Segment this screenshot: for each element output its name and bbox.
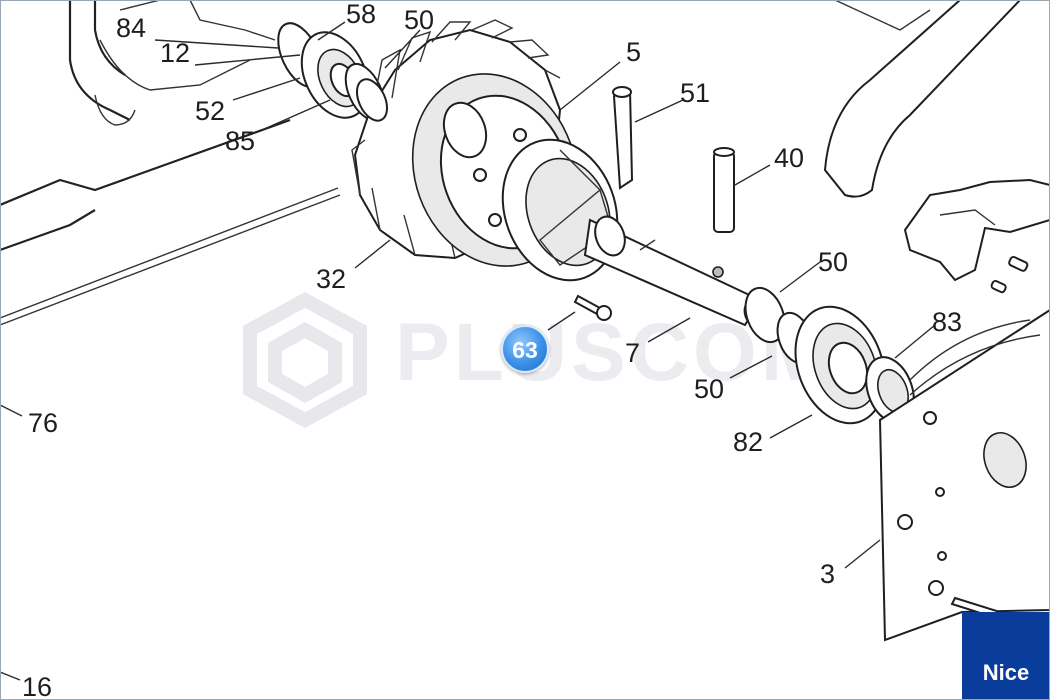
pin-51 bbox=[612, 86, 634, 190]
callout-5: 5 bbox=[626, 37, 641, 67]
callout-85: 85 bbox=[225, 126, 255, 156]
callout-12: 12 bbox=[160, 38, 190, 68]
upper-right-parts bbox=[823, 0, 1050, 294]
callout-7: 7 bbox=[625, 338, 640, 368]
callout-84: 84 bbox=[116, 13, 146, 43]
callout-52: 52 bbox=[195, 96, 225, 126]
pin-40 bbox=[713, 147, 735, 233]
leader-lines bbox=[0, 21, 936, 681]
callout-3: 3 bbox=[820, 559, 835, 589]
screw-63 bbox=[573, 294, 612, 321]
nice-brand-logo: Nice bbox=[962, 612, 1050, 700]
plate-3 bbox=[878, 308, 1050, 642]
callout-82: 82 bbox=[733, 427, 763, 457]
callout-16: 16 bbox=[22, 672, 52, 700]
callout-40: 40 bbox=[774, 143, 804, 173]
callout-76: 76 bbox=[28, 408, 58, 438]
motor-housing bbox=[0, 0, 341, 326]
callout-32: 32 bbox=[316, 264, 346, 294]
callout-50-top: 50 bbox=[404, 5, 434, 35]
callout-50-lower: 50 bbox=[694, 374, 724, 404]
bearing-58 bbox=[277, 22, 386, 122]
bearing-82 bbox=[794, 305, 886, 425]
callout-83: 83 bbox=[932, 307, 962, 337]
callout-51: 51 bbox=[680, 78, 710, 108]
callout-labels: 84 12 58 50 5 51 40 52 85 32 50 83 7 50 … bbox=[22, 0, 962, 700]
callout-58: 58 bbox=[346, 0, 376, 29]
callout-50-right: 50 bbox=[818, 247, 848, 277]
part-63-hotspot-button[interactable]: 63 bbox=[501, 325, 549, 373]
